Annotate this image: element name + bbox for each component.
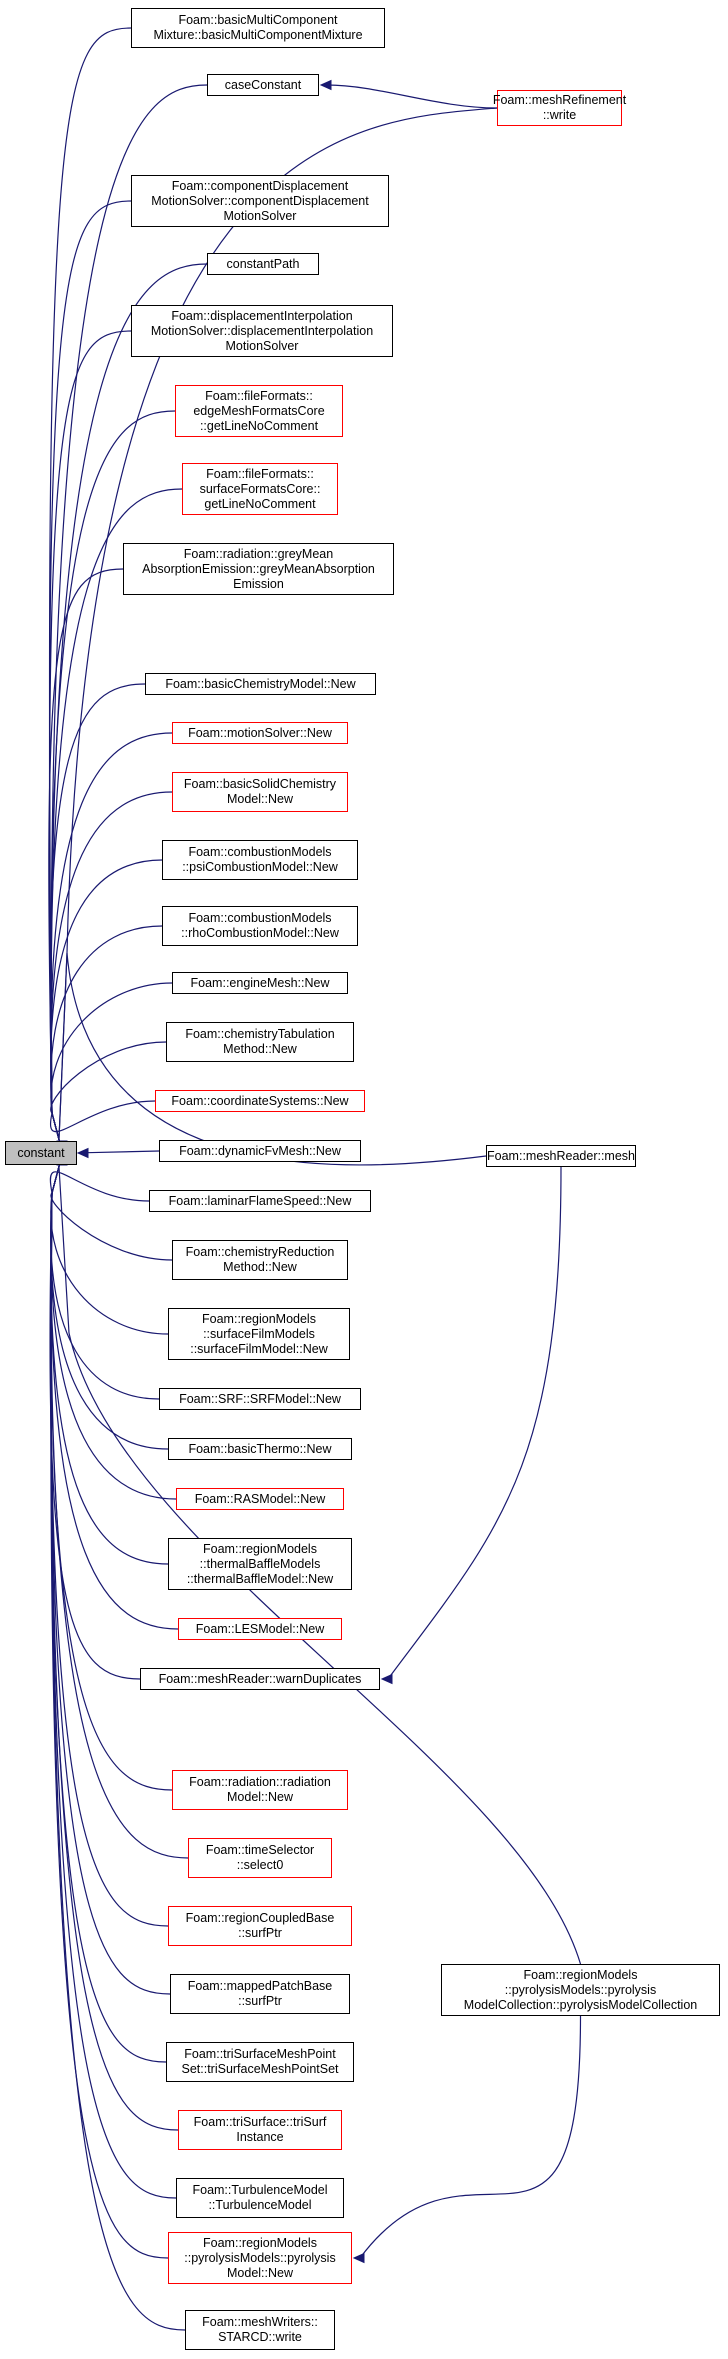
caller-regionmodels-surfacefilmmodels-surfacefilmmodel-[interactable]: Foam::regionModels ::surfaceFilmModels :… — [168, 1308, 350, 1360]
caller-rasmodel-new[interactable]: Foam::RASModel::New — [176, 1488, 344, 1510]
caller-regioncoupledbase-surfptr[interactable]: Foam::regionCoupledBase ::surfPtr — [168, 1906, 352, 1946]
caller-meshwriters-starcd-write[interactable]: Foam::meshWriters:: STARCD::write — [185, 2310, 335, 2350]
caller-componentdisplacement-motionsolver-componentdisp[interactable]: Foam::componentDisplacement MotionSolver… — [131, 175, 389, 227]
edge-l2-to-constant — [58, 1166, 582, 1965]
caller-basicmulticomponent-mixture-basicmulticomponentm[interactable]: Foam::basicMultiComponent Mixture::basic… — [131, 8, 385, 48]
caller-l2-regionmodels-pyrolysismodels-pyrolysis-modelcoll[interactable]: Foam::regionModels ::pyrolysisModels::py… — [441, 1964, 720, 2016]
caller-basicsolidchemistry-model-new[interactable]: Foam::basicSolidChemistry Model::New — [172, 772, 348, 812]
caller-fileformats-surfaceformatscore-getlinenocomment[interactable]: Foam::fileFormats:: surfaceFormatsCore::… — [182, 463, 338, 515]
caller-mappedpatchbase-surfptr[interactable]: Foam::mappedPatchBase ::surfPtr — [170, 1974, 350, 2014]
caller-combustionmodels-psicombustionmodel-new[interactable]: Foam::combustionModels ::psiCombustionMo… — [162, 840, 358, 880]
edge-to-constant — [49, 1154, 141, 1680]
caller-srf-srfmodel-new[interactable]: Foam::SRF::SRFModel::New — [159, 1388, 361, 1410]
caller-constantpath[interactable]: constantPath — [207, 253, 319, 275]
caller-basicthermo-new[interactable]: Foam::basicThermo::New — [168, 1438, 352, 1460]
edge-to-constant — [50, 925, 163, 1152]
edge-to-constant — [50, 410, 176, 1152]
caller-coordinatesystems-new[interactable]: Foam::coordinateSystems::New — [155, 1090, 365, 1112]
arrowhead — [76, 1147, 89, 1159]
caller-trisurfacemeshpoint-set-trisurfacemeshpointset[interactable]: Foam::triSurfaceMeshPoint Set::triSurfac… — [166, 2042, 354, 2082]
edge-to-constant — [50, 1041, 167, 1152]
caller-turbulencemodel-turbulencemodel[interactable]: Foam::TurbulenceModel ::TurbulenceModel — [176, 2178, 344, 2218]
edge-to-constant — [49, 1154, 150, 1202]
edge-to-constant — [48, 330, 132, 1152]
arrowhead — [380, 1673, 393, 1685]
edge-l2-to-caller — [326, 84, 498, 109]
caller-lesmodel-new[interactable]: Foam::LESModel::New — [178, 1618, 342, 1640]
caller-regionmodels-thermalbafflemodels-thermalbafflemo[interactable]: Foam::regionModels ::thermalBaffleModels… — [168, 1538, 352, 1590]
caller-radiation-greymean-absorptionemission-greymeanab[interactable]: Foam::radiation::greyMean AbsorptionEmis… — [123, 543, 394, 595]
edge-to-constant — [48, 568, 124, 1152]
edge-l2-to-caller — [387, 1166, 562, 1680]
caller-enginemesh-new[interactable]: Foam::engineMesh::New — [172, 972, 348, 994]
caller-l2-meshreader-mesh[interactable]: Foam::meshReader::mesh — [486, 1145, 636, 1167]
edge-to-constant — [50, 1154, 179, 2131]
caller-trisurface-trisurf-instance[interactable]: Foam::triSurface::triSurf Instance — [178, 2110, 342, 2150]
caller-laminarflamespeed-new[interactable]: Foam::laminarFlameSpeed::New — [149, 1190, 371, 1212]
edge-to-constant — [49, 683, 146, 1152]
edge-to-constant — [50, 488, 183, 1152]
caller-l2-meshrefinement-write[interactable]: Foam::meshRefinement ::write — [493, 90, 626, 126]
caller-meshreader-warnduplicates[interactable]: Foam::meshReader::warnDuplicates — [140, 1668, 380, 1690]
edge-to-constant — [50, 1154, 189, 1859]
caller-basicchemistrymodel-new[interactable]: Foam::basicChemistryModel::New — [145, 673, 376, 695]
node-constant: constant — [5, 1141, 77, 1165]
caller-chemistryreduction-method-new[interactable]: Foam::chemistryReduction Method::New — [172, 1240, 348, 1280]
caller-chemistrytabulation-method-new[interactable]: Foam::chemistryTabulation Method::New — [166, 1022, 354, 1062]
caller-combustionmodels-rhocombustionmodel-new[interactable]: Foam::combustionModels ::rhoCombustionMo… — [162, 906, 358, 946]
caller-caseconstant[interactable]: caseConstant — [207, 74, 319, 96]
caller-timeselector-select0[interactable]: Foam::timeSelector ::select0 — [188, 1838, 332, 1878]
edge-to-constant — [50, 84, 208, 1152]
caller-displacementinterpolation-motionsolver-displacem[interactable]: Foam::displacementInterpolation MotionSo… — [131, 305, 393, 357]
edge-l2-to-caller — [359, 2015, 582, 2259]
edge-to-constant — [50, 732, 173, 1152]
caller-radiation-radiation-model-new[interactable]: Foam::radiation::radiation Model::New — [172, 1770, 348, 1810]
edge-to-constant — [50, 1154, 169, 1565]
caller-motionsolver-new[interactable]: Foam::motionSolver::New — [172, 722, 348, 744]
caller-regionmodels-pyrolysismodels-pyrolysis-model-new[interactable]: Foam::regionModels ::pyrolysisModels::py… — [168, 2232, 352, 2284]
edge-l2-to-constant — [58, 107, 498, 1140]
edge-to-constant — [86, 1150, 160, 1154]
edge-to-constant — [50, 1154, 169, 1927]
edge-to-constant — [48, 27, 132, 1152]
edge-to-constant — [50, 1154, 186, 2331]
caller-fileformats-edgemeshformatscore-getlinenocomment[interactable]: Foam::fileFormats:: edgeMeshFormatsCore … — [175, 385, 343, 437]
edge-to-constant — [50, 1154, 173, 1791]
arrowhead — [352, 2252, 365, 2264]
edge-to-constant — [50, 1100, 156, 1152]
caller-dynamicfvmesh-new[interactable]: Foam::dynamicFvMesh::New — [159, 1140, 361, 1162]
arrowhead — [319, 79, 332, 91]
edge-to-constant — [50, 859, 163, 1152]
edge-to-constant — [50, 982, 173, 1152]
